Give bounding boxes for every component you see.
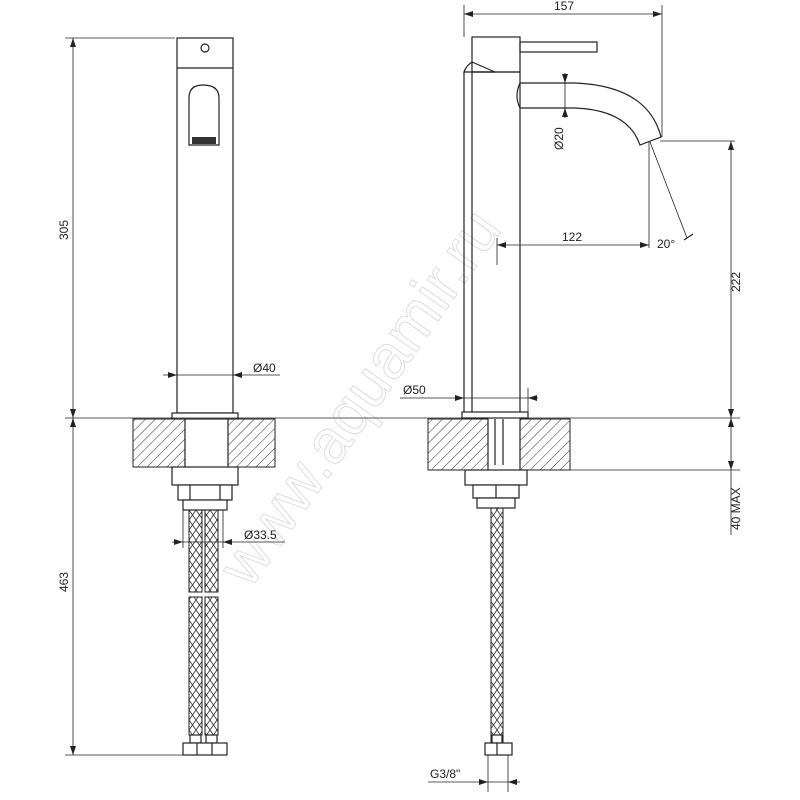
countertop-section	[519, 418, 571, 471]
thread-size-label: G3/8"	[430, 767, 460, 781]
hose-end-nut	[182, 742, 228, 756]
dimension-angle-20: 20°	[657, 237, 675, 251]
hose	[188, 596, 203, 736]
countertop-section	[132, 418, 186, 468]
lever-handle	[519, 41, 598, 53]
hose	[204, 509, 219, 593]
dimension-40-max: 40 MAX	[729, 487, 743, 530]
mounting-nut	[171, 466, 239, 486]
dimension-122: 122	[562, 230, 582, 244]
base-collar	[171, 412, 239, 420]
faucet-body-front	[176, 37, 234, 414]
dimension-222: 222	[729, 272, 743, 292]
countertop-section	[227, 418, 276, 468]
dimension-diameter-50: Ø50	[403, 383, 426, 397]
front-view: 305 463 Ø40 Ø33.5	[57, 37, 285, 756]
hose	[188, 509, 203, 593]
base-collar	[461, 411, 529, 419]
dimension-diameter-40: Ø40	[253, 361, 276, 375]
dimension-diameter-20: Ø20	[552, 127, 566, 150]
handle-head	[471, 36, 521, 73]
hose	[490, 507, 504, 743]
aerator-slot	[188, 84, 220, 146]
hose	[204, 596, 219, 736]
dimension-463: 463	[57, 572, 71, 592]
handle-pivot	[200, 43, 210, 53]
dimension-157: 157	[554, 0, 574, 13]
countertop-section	[427, 418, 489, 471]
spout	[516, 82, 662, 146]
dimension-305: 305	[57, 220, 71, 240]
side-view: 157 Ø20 122 20° 222 40 MAX Ø50 G3/8"	[133, 0, 743, 792]
mounting-nut	[464, 469, 528, 486]
dimension-diameter-33-5: Ø33.5	[244, 528, 277, 542]
hose-end-nut	[484, 742, 513, 756]
